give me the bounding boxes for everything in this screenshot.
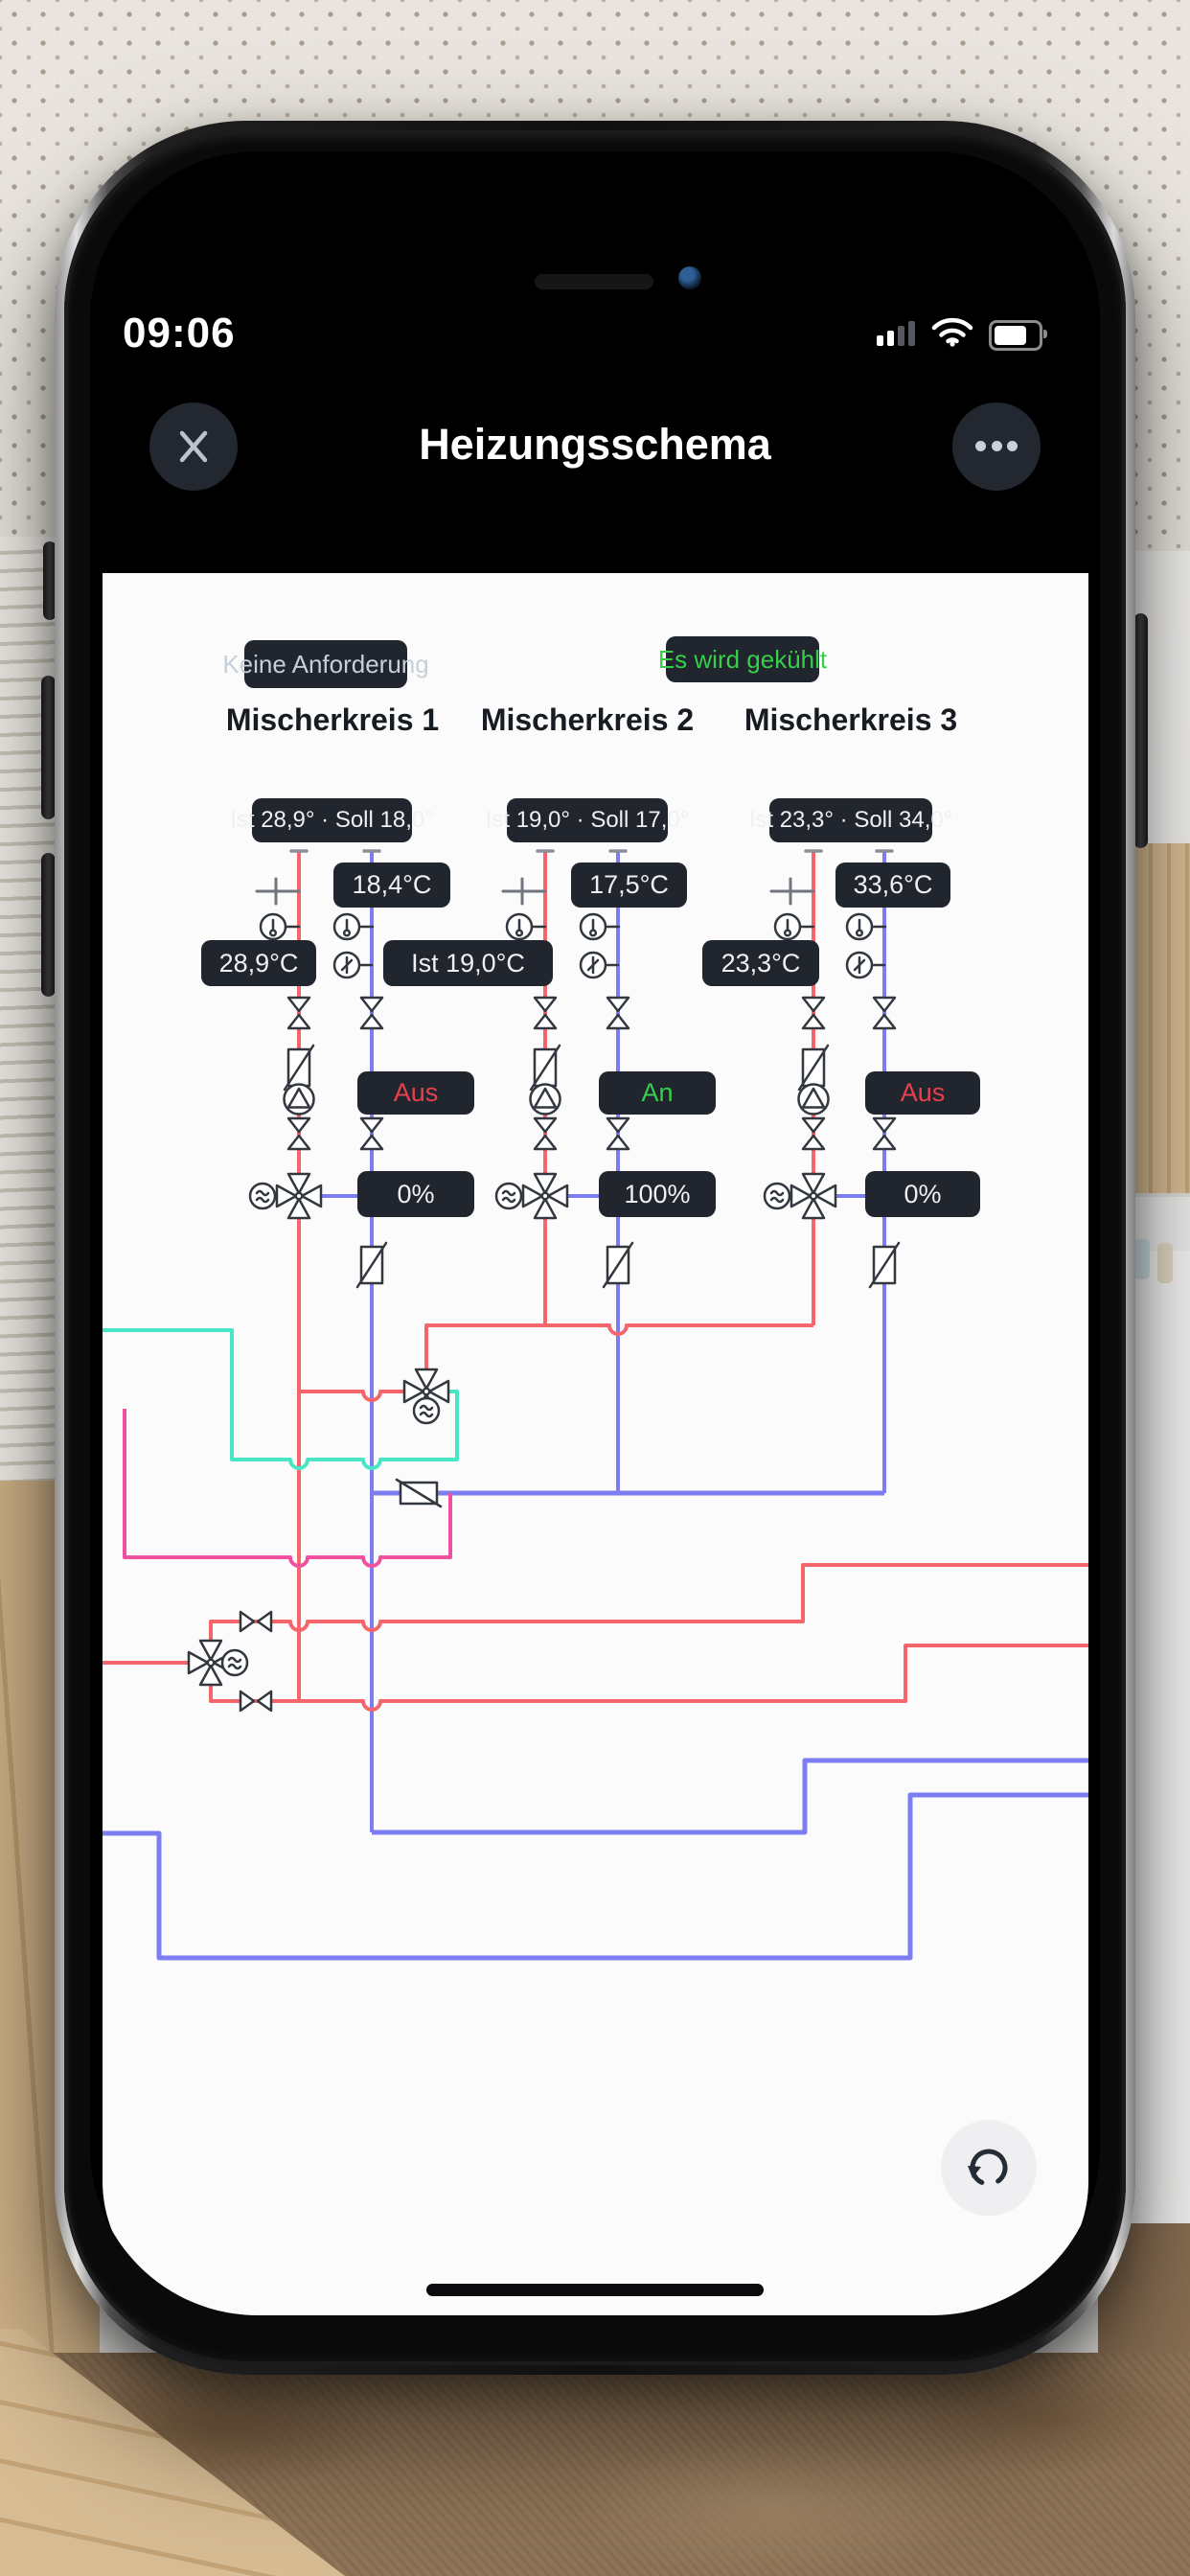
return-temp-badge-1: 18,4°C (333, 862, 450, 908)
valve-percent-badge-2: 100% (599, 1171, 716, 1217)
return-distribution (103, 1490, 1088, 1961)
phone-screen: 09:06 Heizungsschema (90, 151, 1100, 2315)
return-pipes (321, 851, 886, 1832)
circuit-title-1: Mischerkreis 1 (225, 702, 440, 737)
supply-temp-badge-2: Ist 19,0°C (383, 940, 553, 986)
heating-schematic (103, 849, 1088, 1961)
more-options-button[interactable] (952, 402, 1041, 491)
return-temp-badge-2: 17,5°C (571, 862, 687, 908)
supply-temp-badge-1: 28,9°C (201, 940, 316, 986)
pipe-caps (255, 849, 894, 906)
actuator-icon (248, 1182, 277, 1210)
front-camera (678, 266, 701, 289)
power-button (1133, 613, 1148, 848)
state-badge-3: Aus (865, 1071, 980, 1115)
ellipsis-icon (974, 440, 1018, 454)
battery-icon (989, 320, 1047, 351)
circuit-title-2: Mischerkreis 2 (480, 702, 695, 737)
volume-up-button (41, 676, 56, 819)
status-badge-cooling: Es wird gekühlt (658, 636, 827, 682)
mixing-valve-icon (275, 1172, 323, 1220)
earpiece-speaker (535, 274, 653, 289)
rotate-ccw-icon (968, 2149, 1008, 2187)
state-badge-2: An (599, 1071, 716, 1115)
close-button[interactable] (149, 402, 238, 491)
refresh-button[interactable] (941, 2120, 1037, 2216)
schema-card: Keine Anforderung Es wird gekühlt Mische… (103, 573, 1088, 2315)
check-valve-icon (283, 1044, 315, 1092)
status-time: 09:06 (123, 310, 236, 356)
circuit-title-3: Mischerkreis 3 (744, 702, 958, 737)
setpoint-badge-2: Ist 19,0° · Soll 17,0° (486, 798, 689, 842)
volume-down-button (41, 853, 56, 997)
mute-switch (43, 541, 57, 620)
flow-sensor-icon (332, 951, 374, 979)
valve-percent-badge-3: 0% (865, 1171, 980, 1217)
bottle (1134, 1239, 1150, 1279)
setpoint-badge-1: Ist 28,9° · Soll 18,0° (230, 798, 434, 842)
state-badge-1: Aus (357, 1071, 474, 1115)
valve-percent-badge-1: 0% (357, 1171, 474, 1217)
temp-sensor-icon (259, 912, 301, 941)
supply-temp-badge-3: 23,3°C (702, 940, 819, 986)
close-icon (179, 430, 208, 463)
wifi-icon (931, 316, 973, 352)
status-badge-no-demand: Keine Anforderung (222, 640, 429, 688)
supply-distribution (103, 1323, 1088, 1712)
setpoint-badge-3: Ist 23,3° · Soll 34,0° (749, 798, 952, 842)
home-indicator[interactable] (426, 2284, 764, 2296)
cooling-pipe (103, 1328, 459, 1470)
return-temp-badge-3: 33,6°C (835, 862, 950, 908)
cellular-signal-icon (877, 320, 921, 346)
pump-icon (283, 1083, 315, 1116)
page-title: Heizungsschema (419, 420, 771, 469)
secondary-pipe (123, 1409, 452, 1568)
bottle (1157, 1243, 1173, 1283)
